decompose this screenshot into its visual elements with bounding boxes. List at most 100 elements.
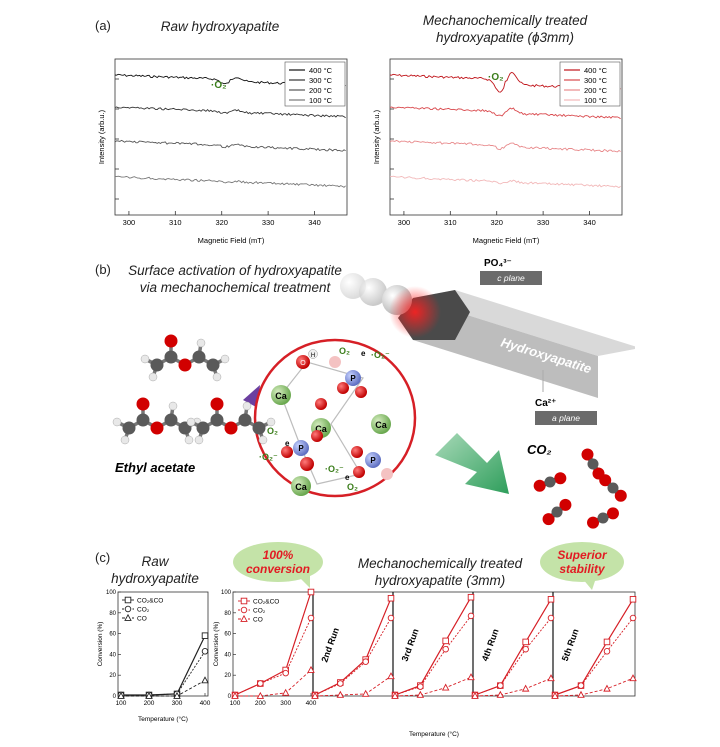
conv-right-title: Mechanochemically treated hydroxyapatite… xyxy=(330,555,550,589)
electron-label: e xyxy=(345,473,350,482)
conv-treated-frame xyxy=(232,591,636,697)
c-plane-box xyxy=(480,271,542,285)
y-tick-label: 0 xyxy=(113,694,117,700)
conv-raw-xlabel: Temperature (°C) xyxy=(138,715,188,723)
y-tick-label: 60 xyxy=(224,632,231,638)
conv-treated-lines xyxy=(231,588,637,699)
bubble-tail xyxy=(582,578,596,590)
legend-label: CO xyxy=(253,617,263,624)
po4-label: PO₄³⁻ xyxy=(484,258,512,269)
hydrogen-atom xyxy=(196,338,206,348)
oxygen-atom xyxy=(311,430,323,442)
legend-label: CO₂&CO xyxy=(137,598,163,605)
oxygen-atom xyxy=(614,489,627,502)
hydrogen-atom xyxy=(120,435,130,445)
epr-series-line xyxy=(389,106,621,120)
oxygen-atom xyxy=(554,472,567,485)
conv-left-title: Raw hydroxyapatite xyxy=(100,553,210,587)
y-tick-label: 100 xyxy=(106,590,117,596)
x-tick-label: 300 xyxy=(280,700,291,707)
data-point xyxy=(145,691,153,699)
conversion-charts: 100% conversion Superior stability 02040… xyxy=(97,542,637,738)
conv-series-line xyxy=(121,635,206,696)
legend-label: 400 °C xyxy=(309,66,333,75)
electron-label: e xyxy=(285,439,290,448)
conv-series-line xyxy=(314,675,392,697)
surface-atoms: Ca Ca Ca Ca O H P P P O₂ e ·O₂⁻ O₂ e ·O₂… xyxy=(259,346,393,496)
conv-series-line xyxy=(121,680,206,697)
carbon-atom xyxy=(164,413,178,427)
carbon-atom xyxy=(587,458,599,470)
conv-series-line xyxy=(394,676,472,697)
data-point xyxy=(201,632,209,639)
electron-label: e xyxy=(361,349,366,358)
x-tick-label: 340 xyxy=(583,218,596,227)
epr-raw-peak-label: ·O₂ xyxy=(211,80,227,91)
conv-series-line xyxy=(234,591,312,696)
bubble-100-conversion: 100% conversion xyxy=(233,542,323,588)
conv-raw-frame xyxy=(117,591,209,697)
x-tick-label: 200 xyxy=(144,700,155,707)
panel-b-title: Surface activation of hydroxyapatite via… xyxy=(110,262,360,296)
phosphorus-atom xyxy=(345,370,361,386)
run-label: 5th Run xyxy=(560,628,581,663)
data-point xyxy=(497,682,504,689)
hydrogen-atom xyxy=(258,435,268,445)
y-tick-label: 40 xyxy=(109,652,116,658)
legend-label: 400 °C xyxy=(584,66,608,75)
superoxide-label: ·O₂⁻ xyxy=(371,350,390,360)
carbon-atom xyxy=(206,358,220,372)
x-tick-label: 400 xyxy=(200,700,211,707)
a-plane-box xyxy=(535,411,597,425)
legend-label: 200 °C xyxy=(309,86,333,95)
co2-molecules xyxy=(533,448,627,529)
conv-left-title-line2: hydroxyapatite xyxy=(111,571,199,586)
crystal-top-face xyxy=(413,290,635,356)
ca-label: Ca xyxy=(295,482,307,492)
panel-b-title-line2: via mechanochemical treatment xyxy=(139,280,331,295)
data-point xyxy=(387,672,395,680)
data-point xyxy=(391,691,399,699)
legend-label: CO₂ xyxy=(253,608,266,615)
x-tick-label: 340 xyxy=(308,218,321,227)
y-tick-label: 80 xyxy=(109,611,116,617)
data-point xyxy=(173,691,181,699)
data-point xyxy=(522,645,529,653)
oxygen-atom xyxy=(581,448,594,461)
p-label: P xyxy=(370,456,376,465)
x-tick-label: 330 xyxy=(262,218,275,227)
bubble-shape xyxy=(540,542,624,582)
epr-left-title: Raw hydroxyapatite xyxy=(160,19,280,34)
data-point xyxy=(240,606,248,614)
conv-series-line xyxy=(474,617,552,696)
vacancy-oxygen xyxy=(329,356,341,368)
conv-series-line xyxy=(554,598,634,696)
legend-label: CO₂ xyxy=(137,607,150,614)
oxygen-atom xyxy=(315,398,327,410)
data-point xyxy=(361,689,370,697)
o2-label: O₂ xyxy=(267,426,278,436)
x-tick-label: 330 xyxy=(537,218,550,227)
calcium-atom xyxy=(291,476,311,496)
hydroxyapatite-crystal: Hydroxyapatite xyxy=(398,290,635,398)
data-point xyxy=(124,596,132,604)
conv-treated-ylabel: Conversion (%) xyxy=(213,622,220,667)
carbon-atom xyxy=(597,512,609,524)
epr-raw-frame xyxy=(114,58,348,216)
calcium-atom xyxy=(371,414,391,434)
conv-raw-lines xyxy=(117,632,209,699)
oxygen-atom xyxy=(136,397,150,411)
ca-a-plane: Ca²⁺ a plane xyxy=(535,370,597,425)
carbon-atom xyxy=(238,413,252,427)
x-tick-label: 300 xyxy=(398,218,411,227)
oxygen-atom xyxy=(542,513,555,526)
oxygen-atom xyxy=(300,457,314,471)
x-tick-label: 320 xyxy=(215,218,228,227)
data-point xyxy=(547,674,555,682)
calcium-atom xyxy=(271,385,291,405)
oxygen-atom xyxy=(210,397,224,411)
